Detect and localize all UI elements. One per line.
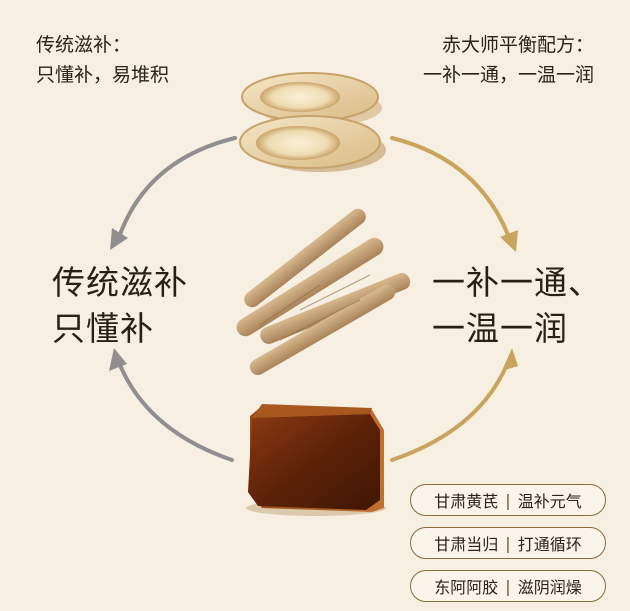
- pill-separator: |: [505, 576, 511, 596]
- gold-arrow-lower: [390, 360, 510, 462]
- traditional-label-line1: 传统滋补：: [36, 34, 132, 56]
- gray-arrow-upper: [116, 136, 237, 242]
- formula-heading: 一补一通、 一温一润: [432, 260, 602, 352]
- ingredient-effect: 温补元气: [517, 492, 582, 511]
- ingredient-name: 甘肃黄芪: [434, 492, 499, 511]
- ingredient-pill: 甘肃当归 | 打通循环: [410, 527, 606, 559]
- pill-separator: |: [505, 490, 511, 510]
- pill-separator: |: [505, 533, 511, 553]
- gold-arrow-upper-head: [500, 230, 518, 252]
- gray-arrow-lower-head: [109, 348, 127, 371]
- traditional-label: 传统滋补： 只懂补，易堆积: [36, 30, 169, 90]
- formula-label: 赤大师平衡配方： 一补一通，一温一润: [423, 30, 594, 90]
- angelica-roots-image: [236, 208, 411, 375]
- ingredient-pill: 东阿阿胶 | 滋阴润燥: [410, 570, 606, 602]
- formula-label-line1: 赤大师平衡配方：: [441, 34, 594, 56]
- ingredient-effect: 打通循环: [517, 535, 582, 554]
- gold-arrow-lower-head: [502, 348, 518, 371]
- ejiao-gel-block-image: [246, 404, 386, 516]
- formula-heading-line1: 一补一通、: [432, 263, 602, 302]
- gold-arrow-upper: [390, 136, 512, 242]
- formula-heading-line2: 一温一润: [432, 309, 568, 348]
- traditional-label-line2: 只懂补，易堆积: [36, 64, 170, 86]
- traditional-heading-line2: 只懂补: [52, 309, 154, 348]
- ingredient-name: 东阿阿胶: [434, 578, 499, 597]
- traditional-heading: 传统滋补 只懂补: [52, 260, 188, 352]
- ingredient-pill: 甘肃黄芪 | 温补元气: [410, 484, 606, 516]
- ingredient-effect: 滋阴润燥: [517, 578, 582, 597]
- ingredient-name: 甘肃当归: [434, 535, 499, 554]
- gray-arrow-lower: [116, 358, 234, 462]
- astragalus-slices-image: [239, 72, 386, 172]
- formula-label-line2: 一补一通，一温一润: [422, 64, 594, 86]
- traditional-heading-line1: 传统滋补: [52, 263, 188, 302]
- gray-arrow-upper-head: [110, 228, 128, 250]
